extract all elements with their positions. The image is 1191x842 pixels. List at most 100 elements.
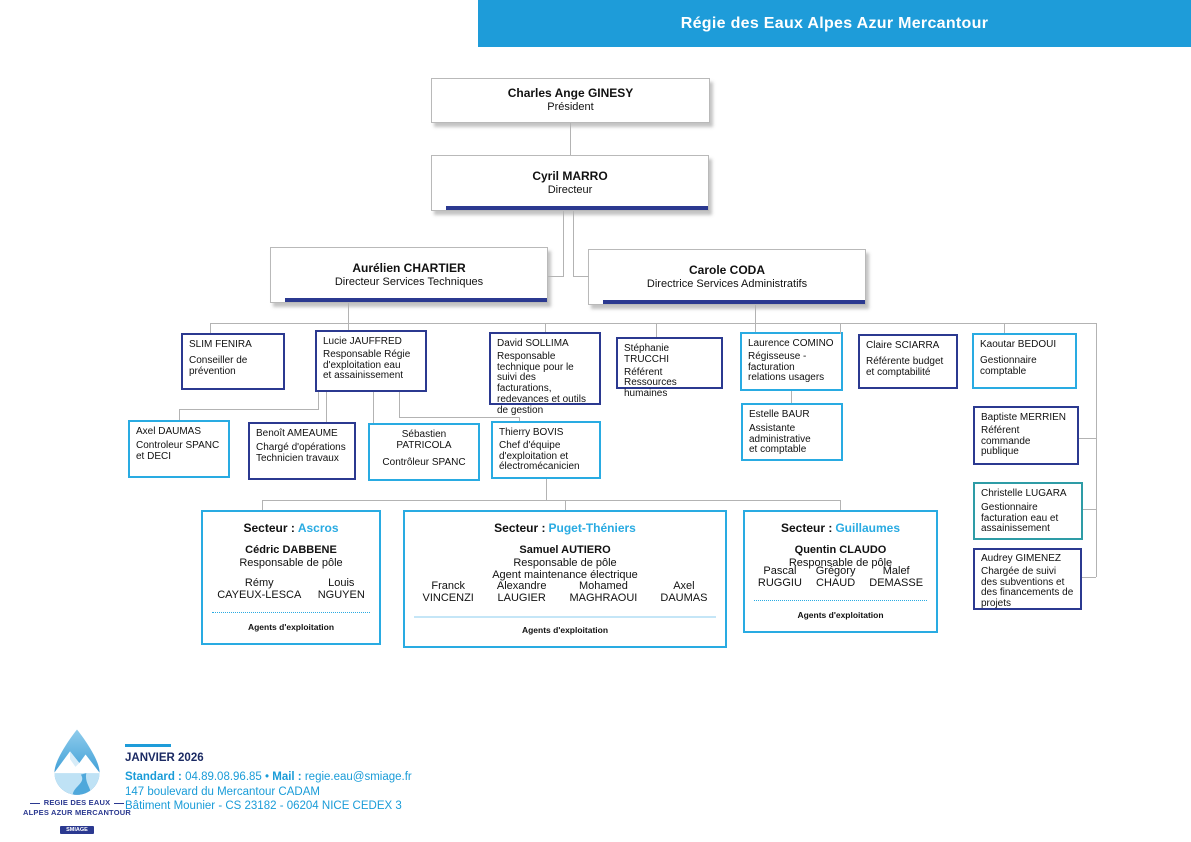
connector-line <box>210 323 1096 324</box>
org-node-jauffred: Lucie JAUFFRED Responsable Régie d'explo… <box>315 330 427 392</box>
person-name: Axel DAUMAS <box>136 426 202 437</box>
person-role: Chargée de suivi des subventions et des … <box>981 565 1074 610</box>
sector-footer-label: Agents d'exploitation <box>247 622 335 632</box>
sector-title: Secteur :Ascros <box>203 521 379 535</box>
connector-line <box>399 392 400 417</box>
sector-name: Guillaumes <box>835 521 901 535</box>
org-node-merrien: Baptiste MERRIEN Référent commande publi… <box>973 406 1079 465</box>
person-role: Gestionnaire facturation eau et assainis… <box>981 501 1059 535</box>
org-node-patricola: Sébastien PATRICOLA Contrôleur SPANC <box>368 423 480 481</box>
connector-line <box>545 323 546 332</box>
person-role: Gestionnaire comptable <box>980 354 1037 377</box>
connector-line <box>546 479 547 500</box>
person-name: Benoît AMEAUME <box>256 428 338 439</box>
person-role: Responsable de pôle Agent maintenance él… <box>492 556 638 582</box>
contact-block: Standard : 04.89.08.96.85 • Mail : regie… <box>125 770 412 814</box>
connector-line <box>179 409 180 420</box>
sector-box-ascros: Secteur :Ascros Cédric DABBENE Responsab… <box>201 510 381 645</box>
agent-name: Rémy CAYEUX-LESCA <box>217 576 302 601</box>
person-name: David SOLLIMA <box>497 338 569 349</box>
sector-manager: Cédric DABBENE Responsable de pôle <box>203 544 379 569</box>
org-node-fenira: SLIM FENIRA Conseiller de prévention <box>181 333 285 390</box>
person-name: Baptiste MERRIEN <box>981 412 1067 423</box>
person-role: Assistante administrative et comptable <box>749 422 811 456</box>
phone-number: 04.89.08.96.85 • <box>185 771 270 783</box>
sector-label: Secteur : <box>243 521 295 535</box>
sector-title: Secteur :Puget-Théniers <box>405 521 725 535</box>
address-line-2: Bâtiment Mounier - CS 23182 - 06204 NICE… <box>125 800 402 813</box>
agent-name: Mohamed MAGHRAOUI <box>569 579 638 604</box>
company-logo: REGIE DES EAUX ALPES AZUR MERCANTOUR SMI… <box>18 728 136 836</box>
person-role: Responsable technique pour le suivi des … <box>497 350 586 416</box>
connector-line <box>348 303 349 330</box>
person-name: Thierry BOVIS <box>499 427 564 438</box>
org-node-ameaume: Benoît AMEAUME Chargé d'opérations Techn… <box>248 422 356 480</box>
connector-line <box>519 417 520 421</box>
person-role: Régisseuse - facturation relations usage… <box>748 350 825 384</box>
person-name: Charles Ange GINESY <box>507 86 634 101</box>
org-node-trucchi: Stéphanie TRUCCHI Référent Ressources hu… <box>616 337 723 399</box>
person-role: Directeur Services Techniques <box>334 275 484 288</box>
connector-line <box>318 392 319 409</box>
sector-label: Secteur : <box>494 521 546 535</box>
connector-line <box>840 500 841 510</box>
person-role: Référente budget et comptabilité <box>866 355 944 378</box>
person-role: Directrice Services Administratifs <box>646 277 808 290</box>
dotted-divider <box>212 612 370 613</box>
connector-line <box>1079 438 1096 439</box>
connector-line <box>570 123 571 155</box>
connector-line <box>1083 509 1096 510</box>
agent-name: Axel DAUMAS <box>660 579 708 604</box>
connector-line <box>573 211 574 276</box>
agent-name: Alexandre LAUGIER <box>496 579 547 604</box>
dash <box>29 802 40 804</box>
contact-line-phone-mail: Standard : 04.89.08.96.85 • Mail : regie… <box>125 770 412 785</box>
sector-box-guillaumes: Secteur :Guillaumes Quentin CLAUDO Respo… <box>743 510 938 633</box>
logo-text-line1: REGIE DES EAUX <box>18 798 136 808</box>
sector-title: Secteur :Guillaumes <box>745 521 936 535</box>
person-name: SLIM FENIRA <box>189 339 252 350</box>
connector-line <box>573 276 589 277</box>
sector-agents: Franck VINCENZI Alexandre LAUGIER Mohame… <box>411 580 719 604</box>
person-role: Président <box>547 101 594 114</box>
org-node-president: Charles Ange GINESY Président <box>431 78 710 123</box>
connector-line <box>565 500 566 510</box>
org-node-sciarra: Claire SCIARRA Référente budget et compt… <box>858 334 958 389</box>
connector-line <box>399 417 520 418</box>
person-role: Directeur <box>547 183 593 196</box>
person-role: Conseiller de prévention <box>189 354 248 377</box>
person-role: Controleur SPANC et DECI <box>136 439 220 462</box>
edition-date: JANVIER 2026 <box>125 752 204 764</box>
agent-name: Franck VINCENZI <box>422 579 474 604</box>
divider <box>414 616 716 618</box>
connector-line <box>326 392 327 422</box>
sector-manager: Samuel AUTIERO Responsable de pôle Agent… <box>405 544 725 582</box>
person-name: Samuel AUTIERO <box>519 544 611 556</box>
connector-line <box>1096 323 1097 577</box>
water-drop-icon <box>54 729 100 795</box>
connector-line <box>1082 577 1096 578</box>
smiage-badge: SMIAGE <box>60 826 94 835</box>
person-name: Aurélien CHARTIER <box>352 260 466 275</box>
org-node-bovis: Thierry BOVIS Chef d'équipe d'exploitati… <box>491 421 601 479</box>
org-node-gimenez: Audrey GIMENEZ Chargée de suivi des subv… <box>973 548 1082 610</box>
person-name: Lucie JAUFFRED <box>323 336 402 347</box>
connector-line <box>791 391 792 403</box>
sector-footer-label: Agents d'exploitation <box>521 625 609 635</box>
person-name: Audrey GIMENEZ <box>981 553 1062 564</box>
org-node-sollima: David SOLLIMA Responsable technique pour… <box>489 332 601 416</box>
connector-line <box>373 392 374 423</box>
logo-text-line2: ALPES AZUR MERCANTOUR <box>23 808 131 818</box>
address-line-1: 147 boulevard du Mercantour CADAM <box>125 785 320 798</box>
person-role: Contrôleur SPANC <box>382 456 466 468</box>
agent-name: Louis NGUYEN <box>317 576 365 601</box>
org-node-daumas: Axel DAUMAS Controleur SPANC et DECI <box>128 420 230 478</box>
person-name: Claire SCIARRA <box>866 340 940 351</box>
person-name: Estelle BAUR <box>749 409 810 420</box>
page-title: Régie des Eaux Alpes Azur Mercantour <box>478 0 1191 47</box>
sector-agents: Pascal RUGGIU Grégory CHAUD Malef DEMASS… <box>751 565 930 589</box>
person-role: Responsable de pôle <box>788 556 893 569</box>
person-name: Kaoutar BEDOUI <box>980 339 1057 350</box>
person-name: Stéphanie TRUCCHI <box>624 343 670 365</box>
